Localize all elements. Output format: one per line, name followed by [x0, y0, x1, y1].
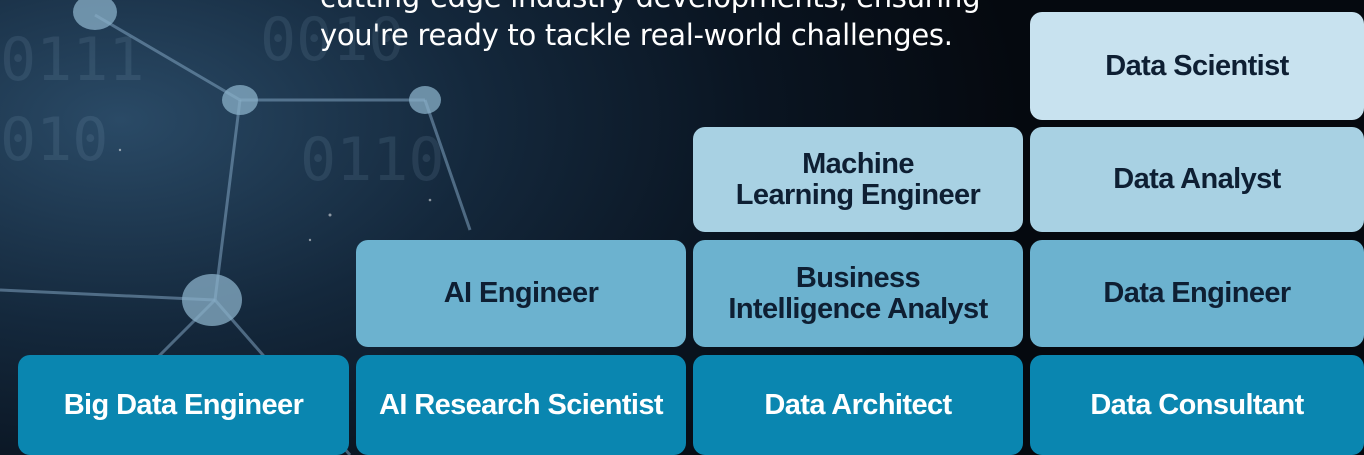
career-data-analyst: Data Analyst [1030, 127, 1364, 232]
career-label-line-2: Learning Engineer [735, 178, 981, 211]
career-data-scientist: Data Scientist [1030, 12, 1364, 120]
career-label-line-2: Intelligence Analyst [728, 292, 988, 325]
career-label: Data Engineer [1103, 277, 1291, 309]
career-label: AI Engineer [443, 277, 599, 309]
career-data-consultant: Data Consultant [1030, 355, 1364, 455]
svg-text:010: 010 [0, 105, 108, 175]
career-label: Data Scientist [1105, 49, 1289, 82]
svg-text:0111: 0111 [0, 25, 145, 95]
career-label: Data Consultant [1090, 388, 1304, 421]
career-label: Data Architect [764, 388, 952, 421]
career-ai-research-scientist: AI Research Scientist [356, 355, 686, 455]
career-ai-engineer: AI Engineer [356, 240, 686, 347]
intro-line-1: cutting-edge industry developments, ensu… [320, 0, 1040, 16]
intro-line-2: you're ready to tackle real-world challe… [320, 18, 953, 52]
intro-text: cutting-edge industry developments, ensu… [320, 0, 1040, 54]
career-big-data-engineer: Big Data Engineer [18, 355, 349, 455]
svg-text:0010: 0010 [260, 5, 405, 75]
career-data-architect: Data Architect [693, 355, 1023, 455]
career-label-line-1: Machine [802, 147, 914, 180]
career-label-line-1: Business [795, 261, 921, 294]
career-label: AI Research Scientist [379, 388, 664, 421]
career-label: Big Data Engineer [63, 388, 304, 421]
career-machine-learning-engineer: Machine Learning Engineer [693, 127, 1023, 232]
career-business-intelligence-analyst: Business Intelligence Analyst [693, 240, 1023, 347]
career-data-engineer: Data Engineer [1030, 240, 1364, 347]
svg-text:0110: 0110 [300, 125, 445, 195]
career-label: Data Analyst [1113, 163, 1281, 195]
